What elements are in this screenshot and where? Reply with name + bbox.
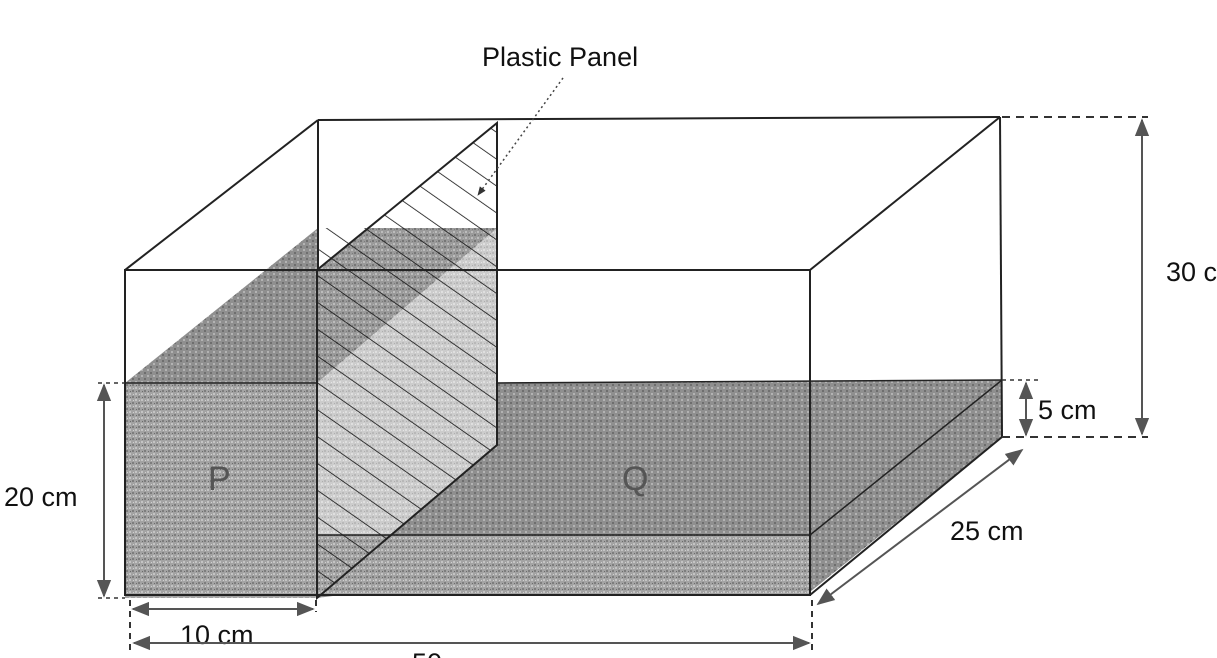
plastic-panel	[316, 120, 498, 601]
dimension-width-left: 10 cm	[129, 600, 317, 655]
plastic-panel-label: Plastic Panel	[482, 42, 638, 72]
label-q: Q	[622, 460, 648, 498]
dim-width-left-label: 10 cm	[180, 620, 254, 650]
dimension-height-left: 20 cm	[4, 382, 125, 599]
dimension-length: 50	[132, 600, 813, 658]
dim-height-left-label: 20 cm	[4, 482, 78, 512]
dim-water-q-label: 5 cm	[1038, 395, 1097, 425]
dim-depth-label: 25 cm	[950, 516, 1024, 546]
dimension-water-q: 5 cm	[1002, 379, 1097, 437]
plastic-panel-leader	[477, 77, 564, 196]
label-p: P	[208, 460, 231, 498]
dimension-depth: 25 cm	[816, 448, 1024, 606]
dimension-total-height: 30 c	[1002, 116, 1217, 438]
dim-total-height-label: 30 c	[1166, 257, 1217, 287]
dim-length-label: 50	[412, 648, 442, 658]
